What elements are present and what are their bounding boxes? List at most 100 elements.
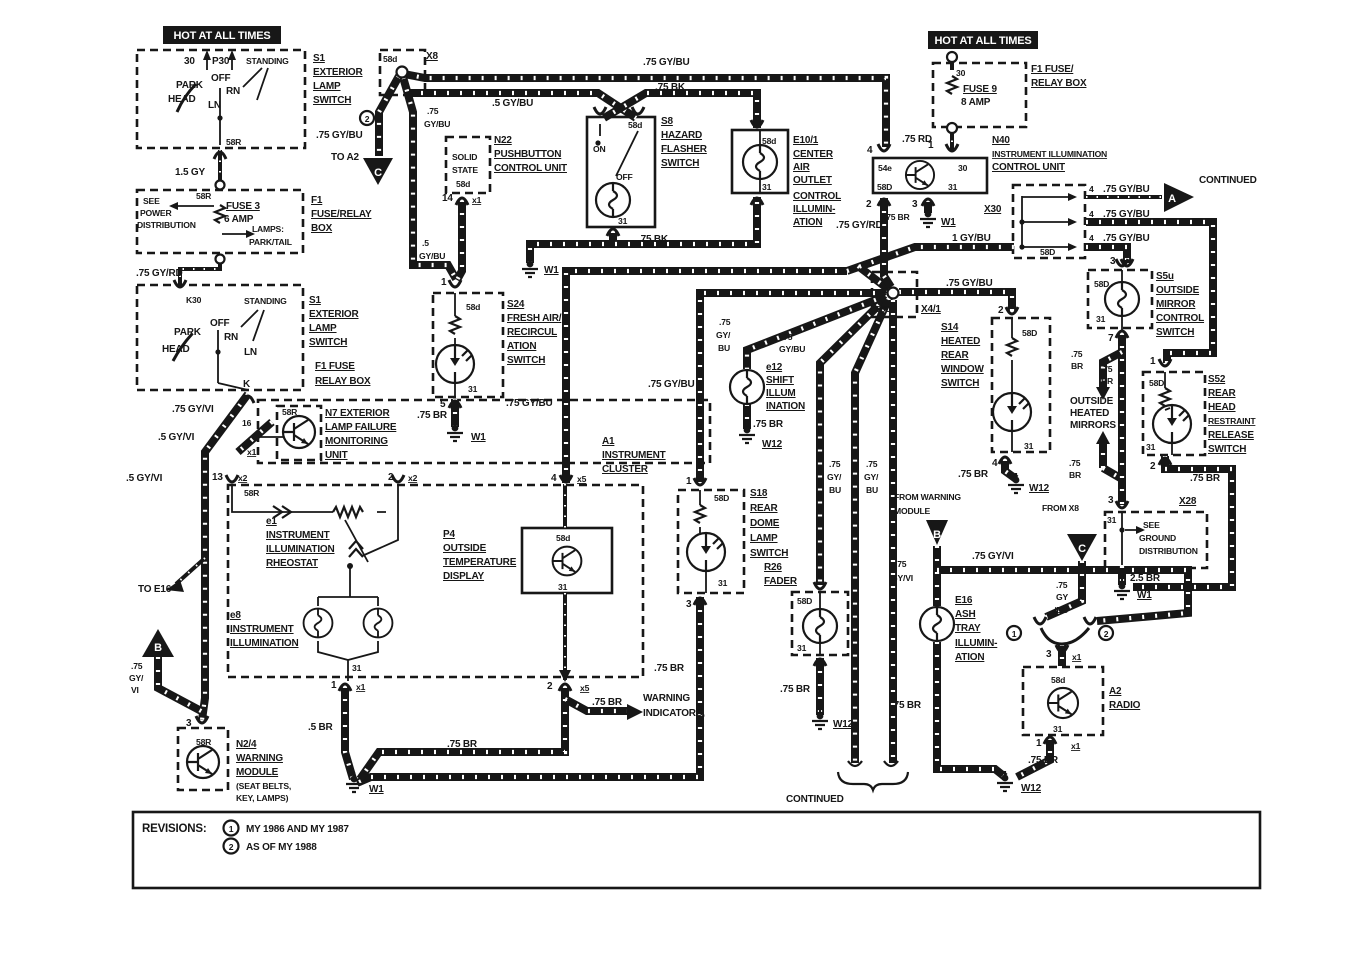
pin-label: 58R: [226, 137, 242, 147]
from-x8: FROM X8: [1042, 503, 1079, 513]
outside-mirrors: MIRRORS: [1070, 420, 1116, 431]
thin-wires: [348, 539, 364, 558]
rev-mark-2: 2: [1104, 629, 1109, 639]
symbols: [1097, 624, 1115, 642]
wire-label: .75 BR: [447, 739, 478, 750]
x28-see: SEE: [1143, 520, 1160, 530]
s8-name: SWITCH: [661, 158, 699, 169]
f3-id: F1: [311, 195, 323, 206]
e16-name: TRAY: [955, 623, 981, 634]
pin-label: 1: [331, 680, 337, 691]
s52-name: SWITCH: [1208, 444, 1246, 455]
wire-label: GY/: [864, 472, 879, 482]
wire-label: BR: [1101, 376, 1114, 386]
pin-label: 1: [928, 140, 934, 151]
resistor-s52: [1158, 386, 1172, 408]
s8-id: S8: [661, 116, 673, 127]
transistor-a2: [1046, 686, 1080, 720]
pin-label: 7: [1108, 333, 1114, 344]
p4-name: TEMPERATURE: [443, 557, 517, 568]
pin-label: 2: [998, 305, 1004, 316]
pin-label: P30: [212, 56, 230, 67]
thin-wires: [206, 57, 269, 145]
wires: [881, 198, 893, 289]
wire-label: GY/: [827, 472, 842, 482]
pin-label: 31: [1146, 442, 1156, 452]
lamp-e16: [918, 605, 956, 643]
s8-on: ON: [593, 144, 606, 154]
pin-label: 31: [618, 216, 628, 226]
wire-label: BU: [866, 485, 878, 495]
wire-label: GY: [1056, 592, 1068, 602]
symbols: [302, 607, 334, 639]
f9-amp: 8 AMP: [961, 97, 991, 108]
f3-parktail: PARK/TAIL: [249, 237, 292, 247]
wire-label: .75: [1101, 364, 1113, 374]
symbols: [886, 286, 900, 300]
arrow-warning: [627, 704, 643, 720]
pin-label: x1: [247, 447, 257, 457]
pin-label: 58D: [797, 596, 812, 606]
pin-label: K: [243, 379, 251, 390]
thin-wires: [175, 82, 198, 113]
thin-wires: [836, 771, 910, 794]
wires: [358, 686, 627, 781]
wire-label: .75: [895, 559, 907, 569]
wires: [697, 290, 888, 482]
wire-label: .75 GY/BU: [946, 278, 993, 289]
f9-fuse: FUSE 9: [963, 84, 997, 95]
lamp-s5u: [1103, 280, 1141, 318]
f3-power: POWER: [140, 208, 172, 218]
pin-label: 58d: [556, 533, 570, 543]
continued-bottom: CONTINUED: [786, 794, 844, 805]
e1-name: RHEOSTAT: [266, 558, 318, 569]
s18-box: [676, 488, 746, 595]
wire-label: .75: [1056, 580, 1068, 590]
x28-see: DISTRIBUTION: [1139, 546, 1198, 556]
f3-amp: 6 AMP: [224, 214, 254, 225]
n24-note: (SEAT BELTS,: [236, 781, 291, 791]
wires: [155, 392, 274, 721]
x30-box: [1011, 183, 1087, 260]
pin-label: x5: [577, 474, 587, 484]
wire-continued-1: [851, 296, 893, 763]
triangle-c-right: [1067, 534, 1097, 561]
s52-name: REAR: [1208, 388, 1237, 399]
wire-cluster-feed: [562, 243, 1014, 483]
a1-name: CLUSTER: [602, 464, 649, 475]
e16-name: ATION: [955, 652, 984, 663]
pin-label: 54e: [878, 163, 892, 173]
wire-label: .75 GY/BU: [1103, 184, 1150, 195]
transistor-n40: [904, 159, 936, 191]
a2-box: [1021, 665, 1105, 737]
revision-1-mark: 1: [229, 824, 234, 834]
pin-label: 31: [762, 182, 772, 192]
lamp-e8-1: [302, 607, 334, 639]
triangle-b-letter: B: [154, 642, 162, 654]
pin-label: 3: [186, 718, 192, 729]
ground-w1-s24: [445, 419, 465, 443]
triangle-a-letter: A: [1168, 193, 1176, 205]
e10-name: ILLUMIN-: [793, 204, 835, 215]
s52-name: HEAD: [1208, 402, 1236, 413]
s24-name: FRESH AIR/: [507, 313, 562, 324]
n40-box: [871, 156, 989, 195]
pin-label: 58d: [762, 136, 776, 146]
wire-label: .75 BR: [417, 410, 448, 421]
x30-id: X30: [984, 204, 1002, 215]
ground-label: W1: [941, 217, 956, 228]
s24-id: S24: [507, 299, 525, 310]
symbols: [362, 607, 394, 639]
e12-name: INATION: [766, 401, 805, 412]
lamp-e10: [741, 143, 779, 181]
pin: [224, 473, 240, 484]
pin-label: 30: [958, 163, 968, 173]
wires: [154, 60, 1236, 787]
pin-label: 13: [212, 472, 223, 483]
e8-id: e8: [230, 610, 241, 621]
pin-label: 58D: [877, 182, 892, 192]
s52-box: [1141, 370, 1207, 457]
wire-label: .75 BR: [1190, 473, 1221, 484]
wire-label: .75 GY/RD: [136, 268, 183, 279]
